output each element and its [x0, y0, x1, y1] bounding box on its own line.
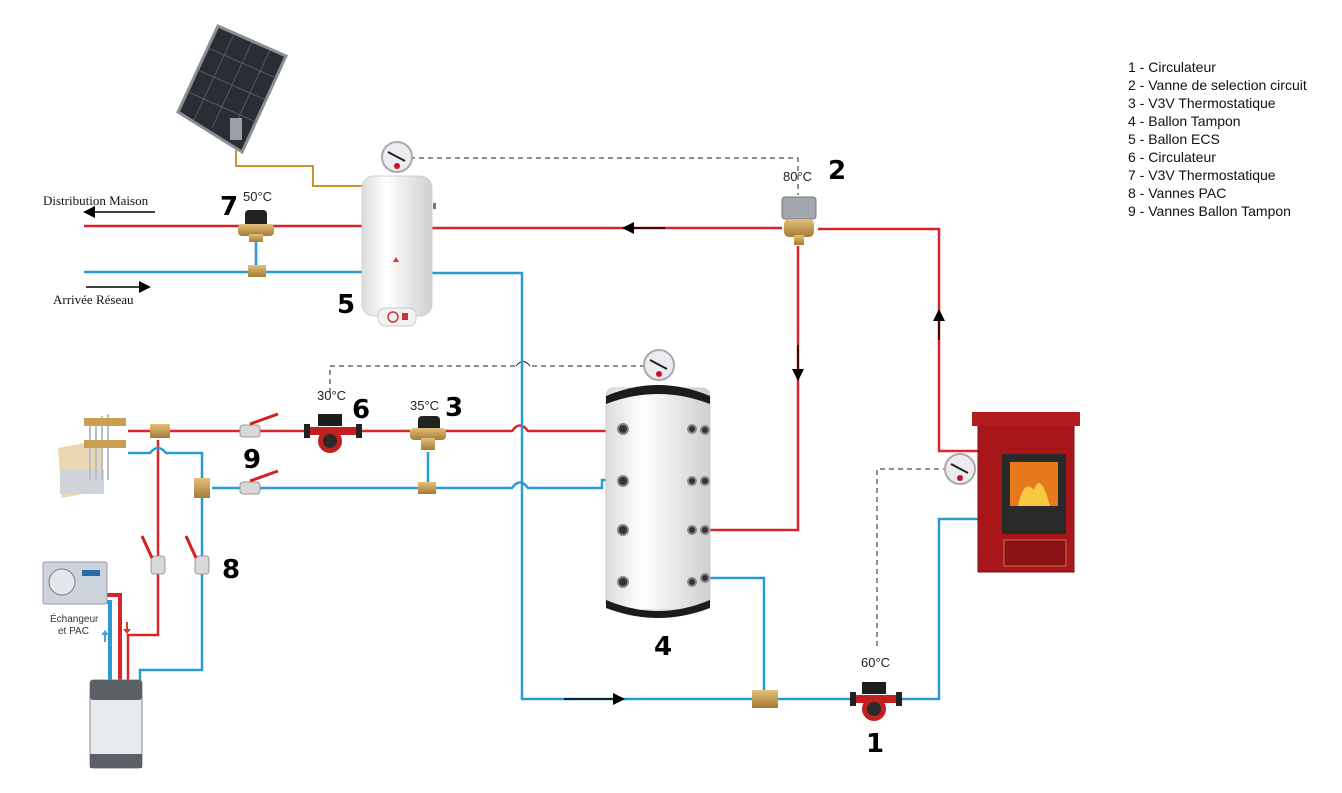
- thermometer-icon: [643, 349, 675, 381]
- legend-item: 5 - Ballon ECS: [1128, 131, 1220, 147]
- legend-item: 8 - Vannes PAC: [1128, 185, 1227, 201]
- pipe-tampon-to-p1: [706, 576, 766, 690]
- control-line-tampon-p6: [329, 365, 645, 398]
- ball-valve-icon: [239, 412, 279, 438]
- legend-item: 2 - Vanne de selection circuit: [1128, 77, 1307, 93]
- pipe-pac-unit-hot: [95, 593, 122, 680]
- circulator-pump-6-icon: [304, 414, 362, 453]
- component-number-2: 2: [828, 156, 846, 186]
- hot-pipes: [84, 224, 978, 680]
- temperature-v7: 50°C: [243, 189, 272, 204]
- tee-fitting-icon: [150, 265, 778, 708]
- ball-valve-icon: [184, 535, 210, 575]
- flow-arrows: [83, 206, 945, 705]
- pipe-p1-to-stove: [898, 517, 978, 701]
- thermostatic-valve-3-icon: [410, 416, 446, 450]
- motorized-valve-2-icon: [781, 196, 817, 245]
- ball-valve-icon: [140, 535, 166, 575]
- arrivee-reseau-label: Arrivée Réseau: [53, 292, 134, 307]
- temperature-p1: 60°C: [861, 655, 890, 670]
- heat-pump-indoor-unit-icon: [89, 679, 143, 769]
- temperature-v3: 35°C: [410, 398, 439, 413]
- circulator-pump-1-icon: [850, 682, 902, 721]
- wood-stove-icon: [972, 412, 1080, 573]
- pipe-ecs-cold-loop: [432, 271, 754, 701]
- thermometer-icon: [381, 141, 413, 173]
- component-number-7: 7: [220, 192, 238, 222]
- pipe-v2-to-tampon: [706, 246, 800, 532]
- component-number-3: 3: [445, 393, 463, 423]
- thermostatic-valve-7-icon: [238, 210, 274, 242]
- component-number-6: 6: [352, 395, 370, 425]
- ball-valve-icon: [239, 469, 279, 495]
- legend-item: 3 - V3V Thermostatique: [1128, 95, 1276, 111]
- legend-item: 7 - V3V Thermostatique: [1128, 167, 1276, 183]
- pac-label-line1: Échangeur: [50, 612, 99, 625]
- component-number-8: 8: [222, 555, 240, 585]
- component-number-4: 4: [654, 632, 672, 662]
- control-line-ecs-v2: [410, 157, 799, 195]
- cold-pipes: [84, 240, 978, 701]
- pac-label-line2: et PAC: [58, 626, 89, 637]
- pipe-floor-hot: [128, 424, 606, 433]
- temperature-p6: 30°C: [317, 388, 346, 403]
- legend: 1 - Circulateur 2 - Vanne de selection c…: [1128, 58, 1307, 220]
- legend-item: 1 - Circulateur: [1128, 59, 1216, 75]
- control-lines: [329, 157, 948, 650]
- pipe-pac-hot: [126, 440, 160, 680]
- component-number-9: 9: [243, 445, 261, 475]
- ballon-ecs: [361, 175, 436, 327]
- pipe-floor-cold: [128, 446, 204, 478]
- component-number-5: 5: [337, 290, 355, 320]
- floor-heating-manifold-icon: [58, 414, 126, 498]
- legend-item: 9 - Vannes Ballon Tampon: [1128, 203, 1291, 219]
- pipe-pac-cold: [138, 498, 204, 680]
- distribution-maison-label: Distribution Maison: [43, 193, 149, 208]
- pipe-v2-to-stove: [818, 227, 978, 453]
- heat-pump-outdoor-unit-icon: [42, 561, 108, 605]
- control-line-stove-p1: [876, 468, 948, 650]
- legend-item: 4 - Ballon Tampon: [1128, 113, 1241, 129]
- pac-hot-arrow-icon: [123, 622, 131, 634]
- legend-item: 6 - Circulateur: [1128, 149, 1216, 165]
- solar-cable: [235, 150, 362, 187]
- ballon-tampon: [605, 385, 711, 618]
- pipe-floor-return: [212, 478, 606, 490]
- solar-panel-icon: [176, 24, 288, 155]
- pac-cold-arrow-icon: [101, 630, 109, 642]
- thermometer-icon: [944, 453, 976, 485]
- component-number-1: 1: [866, 729, 884, 759]
- temperature-v2: 80°C: [783, 169, 812, 184]
